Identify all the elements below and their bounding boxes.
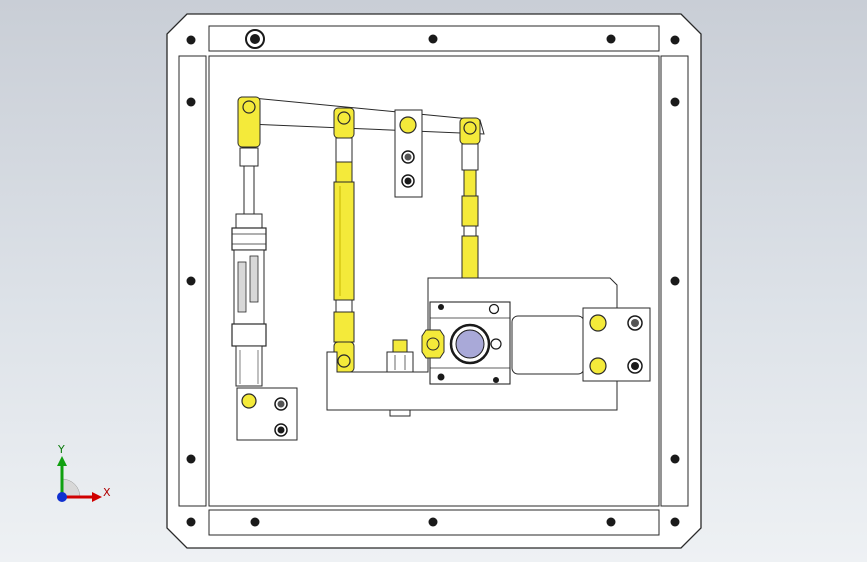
- top-rail: [208, 25, 660, 52]
- stop-block[interactable]: [386, 339, 414, 417]
- left-cylinder[interactable]: [231, 96, 267, 387]
- clamp-pin: [337, 354, 351, 368]
- rail-bolts: [186, 34, 680, 527]
- left-rail: [178, 55, 207, 507]
- right-strut[interactable]: [459, 117, 481, 301]
- bracket-pin: [399, 116, 417, 134]
- top-fitting: [245, 29, 265, 49]
- triad-icon: [57, 456, 102, 502]
- axis-x-label: X: [103, 486, 111, 499]
- middle-strut[interactable]: [333, 107, 355, 373]
- right-rail: [660, 55, 689, 507]
- clamp-block[interactable]: [429, 301, 511, 385]
- axis-y-label: Y: [58, 443, 65, 456]
- slide-rail: [511, 315, 585, 375]
- bottom-rail: [208, 509, 660, 536]
- inner-area: [208, 55, 660, 507]
- adjust-nut[interactable]: [421, 329, 445, 359]
